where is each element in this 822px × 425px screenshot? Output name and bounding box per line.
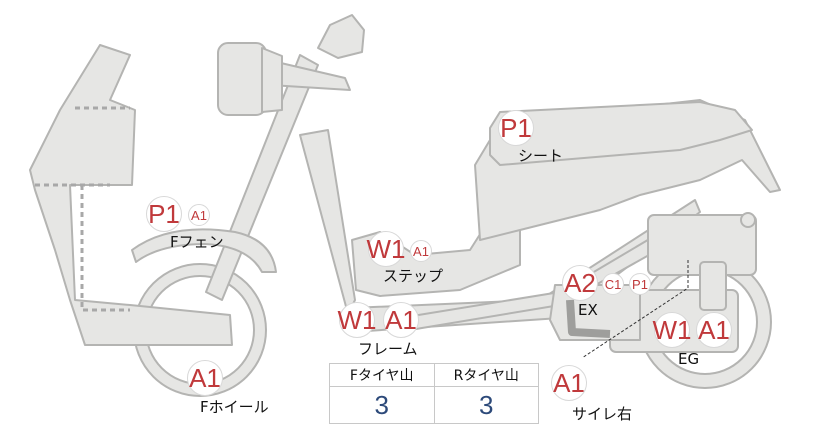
seat-label: シート (518, 147, 564, 165)
rear-tire-value: 3 (433, 386, 539, 424)
exhaust-code-a2: A2 (562, 265, 598, 301)
engine-code-w1: W1 (653, 312, 692, 348)
step-label: ステップ (383, 267, 444, 285)
front-tire-value: 3 (329, 386, 435, 424)
step-code-w1: W1 (367, 231, 406, 267)
front-fender (131, 228, 277, 273)
engine-label: EG (678, 350, 700, 368)
tire-tread-table: Fタイヤ山 Rタイヤ山 3 3 (329, 363, 539, 424)
rear-tire-header: Rタイヤ山 (433, 363, 539, 387)
seat-code-p1: P1 (498, 110, 534, 146)
muffler-right-label: サイレ右 (572, 405, 633, 423)
headlight (217, 42, 267, 116)
front-fender-code-a1: A1 (188, 204, 210, 226)
exhaust-label: EX (578, 301, 598, 319)
frame-label: フレーム (358, 340, 418, 358)
muffler-right-code-a1: A1 (551, 365, 587, 401)
front-wheel-label: Fホイール (200, 398, 269, 416)
front-fender-label: Fフェン (170, 233, 224, 251)
exhaust-code-c1: C1 (602, 273, 624, 295)
engine-code-a1: A1 (696, 312, 732, 348)
mirror (317, 14, 365, 59)
front-fender-code-p1: P1 (146, 196, 182, 232)
main-frame (299, 129, 356, 315)
front-wheel-code-a1: A1 (187, 360, 223, 396)
frame-code-w1: W1 (338, 302, 377, 338)
leg-shield (29, 44, 233, 346)
frame-code-a1: A1 (383, 302, 419, 338)
front-tire-header: Fタイヤ山 (329, 363, 435, 387)
step-code-a1: A1 (410, 240, 432, 262)
seat (489, 101, 753, 166)
exhaust-code-p1: P1 (629, 273, 651, 295)
